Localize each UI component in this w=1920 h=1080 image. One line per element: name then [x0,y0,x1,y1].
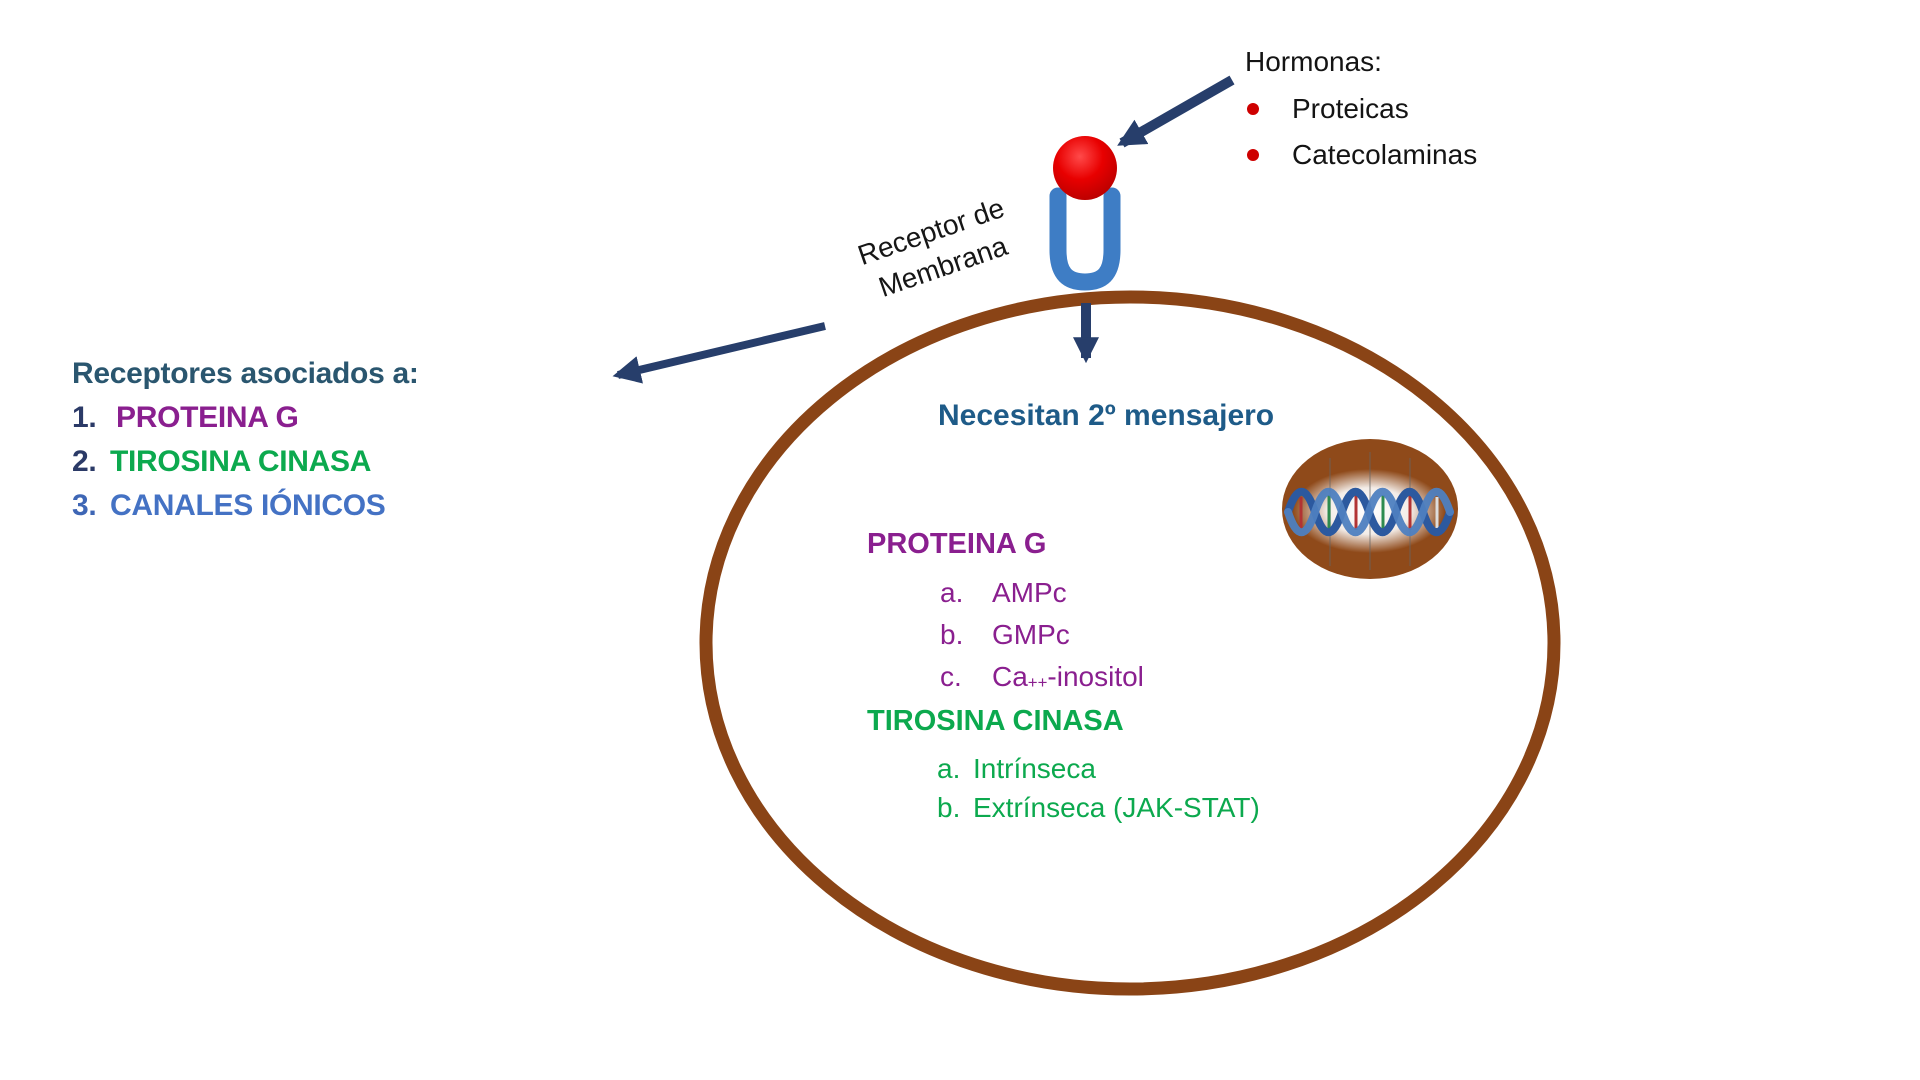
bullet-icon [1247,103,1259,115]
dna-helix-icon [1284,452,1454,570]
item-letter: b. [940,619,964,650]
hormone-icon [1053,136,1117,200]
item-letter: a. [937,753,961,784]
list-item: b. Extrínseca (JAK-STAT) [937,792,1260,824]
receptor-types-panel: Receptores asociados a: 1. PROTEINA G 2. T… [72,352,419,528]
item-label-suffix: -inositol [1047,661,1144,692]
hormone-list-item: Proteicas [1247,93,1409,125]
item-letter: b. [937,792,961,823]
item-letter: c. [940,661,962,692]
list-item: 2. TIROSINA CINASA [72,440,419,484]
item-number: 2. [72,445,97,478]
protein-g-title: PROTEINA G [867,528,1047,560]
bullet-icon [1247,149,1259,161]
item-label: AMPc [992,577,1067,608]
item-letter: a. [940,577,964,608]
tyrosine-kinase-title: TIROSINA CINASA [867,705,1124,737]
list-item: b. GMPc [940,619,1070,651]
hormone-arrow-icon [1117,75,1235,148]
receptor-types-title: Receptores asociados a: [72,357,419,390]
item-label: PROTEINA G [116,401,299,434]
item-number: 3. [72,489,97,522]
receptor-pointer-arrow-icon [612,322,826,384]
list-item: c. Ca++-inositol [940,661,1144,693]
item-number: 1. [72,401,97,434]
item-label: TIROSINA CINASA [110,445,372,478]
item-label-prefix: Ca [992,661,1028,692]
nucleus-icon [1282,439,1458,579]
hormone-list-item: Catecolaminas [1247,139,1477,171]
list-item: a. Intrínseca [937,753,1096,785]
item-label: GMPc [992,619,1070,650]
list-item: a. AMPc [940,577,1067,609]
hormone-item-label: Proteicas [1292,93,1409,124]
item-label: Extrínseca (JAK-STAT) [973,792,1260,823]
second-messenger-note: Necesitan 2º mensajero [938,399,1275,432]
membrane-receptor-icon [1049,187,1121,291]
item-label: CANALES IÓNICOS [110,489,386,522]
item-label-subscript: ++ [1027,673,1048,693]
item-label: Intrínseca [973,753,1096,784]
hormones-title: Hormonas: [1245,46,1382,77]
hormone-item-label: Catecolaminas [1292,139,1478,170]
list-item: 3. CANALES IÓNICOS [72,484,419,528]
list-item: 1. PROTEINA G [72,396,419,440]
